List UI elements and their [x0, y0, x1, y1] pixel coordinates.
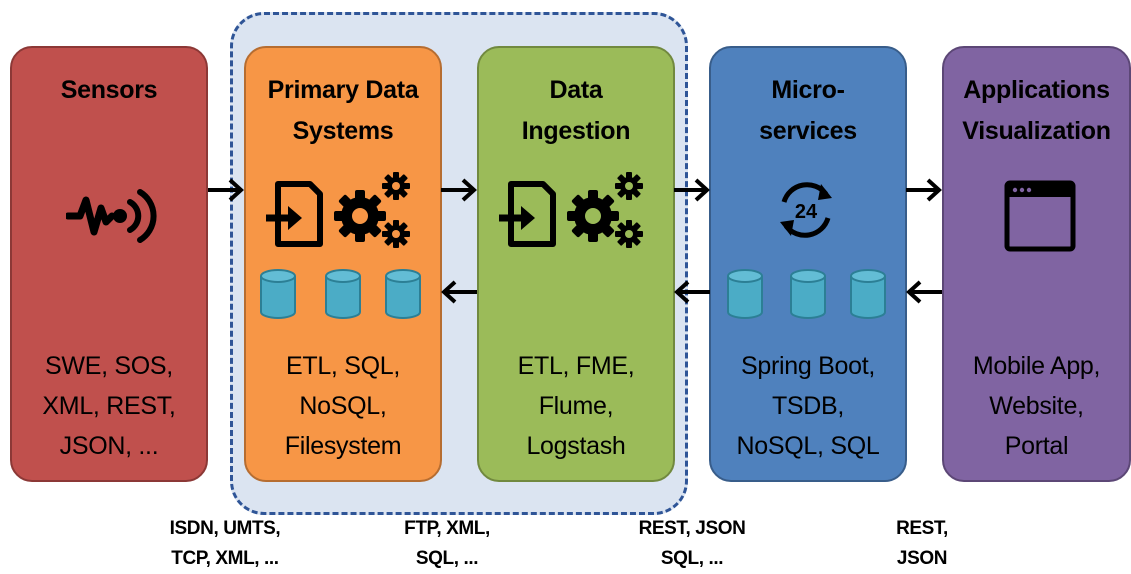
gears-icon — [567, 172, 643, 248]
database-icon — [260, 269, 296, 319]
arrow-left-icon — [906, 280, 942, 304]
microservices-title: Micro- services — [759, 76, 857, 145]
arrow-left-icon — [441, 280, 477, 304]
database-icon — [850, 269, 886, 319]
data-ingestion-desc: ETL, FME, Flume, Logstash — [517, 352, 635, 460]
microservices-desc: Spring Boot, TSDB, NoSQL, SQL — [736, 352, 880, 460]
database-icon — [325, 269, 361, 319]
arrow-right-icon — [906, 178, 942, 202]
database-icon — [790, 269, 826, 319]
document-import-icon — [266, 181, 323, 247]
arrow-right-icon — [441, 178, 477, 202]
microservices-box: Micro- services Spring Boot, TSDB, NoSQL… — [709, 46, 907, 482]
document-import-icon — [499, 181, 556, 247]
data-ingestion-box: Data Ingestion ETL, FME, Flume, Logstash — [477, 46, 675, 482]
applications-box: Applications Visualization Mobile App, W… — [942, 46, 1131, 482]
primary-data-systems-title: Primary Data Systems — [267, 76, 419, 145]
protocol-label-sensors-primary: ISDN, UMTS, TCP, XML, ... — [169, 518, 281, 569]
protocol-label-microservices-applications: REST, JSON — [896, 518, 948, 569]
gears-icon — [334, 172, 410, 248]
protocol-label-ingestion-microservices: REST, JSON SQL, ... — [638, 518, 746, 569]
sensors-box: Sensors SWE, SOS, XML, REST, JSON, ... — [10, 46, 208, 482]
applications-title: Applications Visualization — [962, 76, 1111, 145]
svg-text:24: 24 — [795, 201, 818, 223]
browser-window-icon — [1004, 180, 1076, 252]
protocol-label-primary-ingestion: FTP, XML, SQL, ... — [404, 518, 490, 569]
database-icon — [385, 269, 421, 319]
sensors-desc: SWE, SOS, XML, REST, JSON, ... — [42, 352, 176, 460]
data-ingestion-title: Data Ingestion — [521, 76, 631, 145]
database-icon — [727, 269, 763, 319]
applications-desc: Mobile App, Website, Portal — [972, 352, 1101, 460]
signal-waveform-icon — [66, 189, 157, 243]
arrow-right-icon — [674, 178, 710, 202]
arrow-left-icon — [674, 280, 710, 304]
24-hour-cycle-icon: 24 — [780, 182, 832, 238]
sensors-title: Sensors — [60, 76, 158, 104]
primary-data-systems-box: Primary Data Systems ETL, SQL, NoSQL, Fi… — [244, 46, 442, 482]
arrow-right-icon — [208, 178, 244, 202]
primary-data-systems-desc: ETL, SQL, NoSQL, Filesystem — [284, 352, 402, 460]
